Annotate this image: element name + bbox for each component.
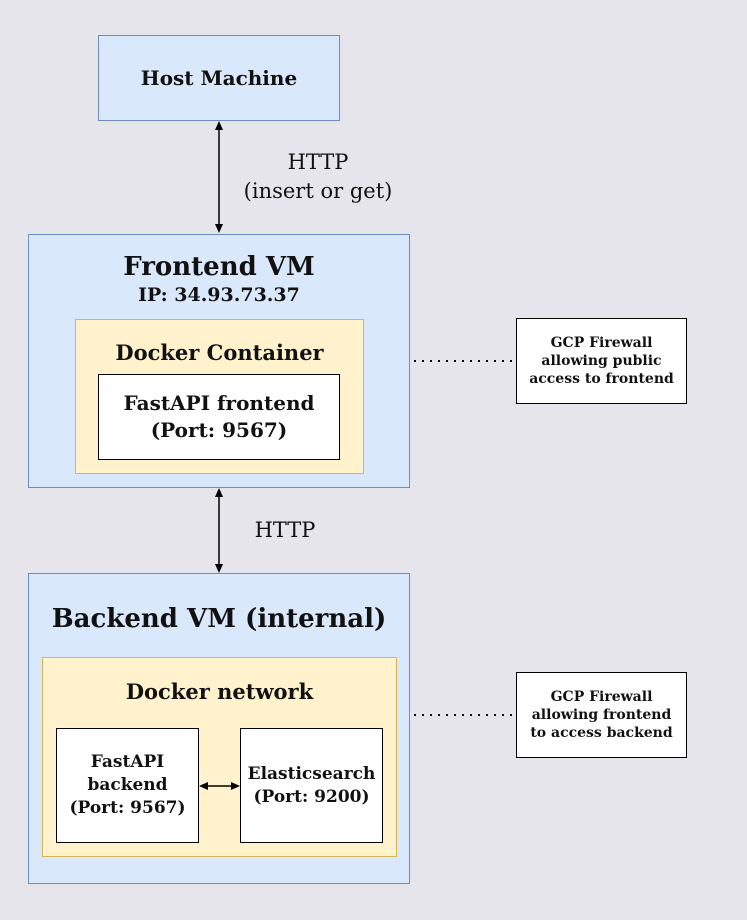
firewall-frontend-line2: allowing public [541, 353, 662, 369]
arrowhead-backend-down [215, 564, 223, 573]
docker-container-title: Docker Container [115, 340, 324, 365]
fastapi-backend-line2: backend [87, 775, 168, 795]
firewall-backend-box: GCP Firewall allowing frontend to access… [516, 672, 687, 758]
http-label-line2: (insert or get) [243, 179, 393, 203]
arrowhead-frontend-down [215, 224, 223, 233]
arrowhead-right [231, 782, 240, 790]
fastapi-backend-port: (Port: 9567) [69, 798, 186, 818]
fastapi-backend-box: FastAPI backend (Port: 9567) [56, 728, 199, 843]
backend-vm-title: Backend VM (internal) [51, 604, 387, 634]
fastapi-frontend-port: (Port: 9567) [150, 418, 288, 442]
firewall-backend-line3: to access backend [530, 725, 673, 741]
arrowhead-frontend-up [215, 488, 223, 497]
elasticsearch-box: Elasticsearch (Port: 9200) [240, 728, 383, 843]
fastapi-frontend-box: FastAPI frontend (Port: 9567) [98, 374, 340, 460]
arrowhead-left [199, 782, 208, 790]
elasticsearch-label: Elasticsearch [247, 763, 376, 784]
host-machine-label: Host Machine [140, 66, 298, 90]
firewall-backend-line2: allowing frontend [531, 707, 672, 723]
http-vm-link-label: HTTP [240, 518, 330, 542]
firewall-backend-line1: GCP Firewall [550, 689, 653, 705]
elasticsearch-port: (Port: 9200) [253, 786, 370, 807]
http-label-line1: HTTP [287, 150, 349, 174]
firewall-frontend-line1: GCP Firewall [550, 335, 653, 351]
http-vm-link-text: HTTP [254, 518, 316, 542]
firewall-frontend-line3: access to frontend [529, 371, 674, 387]
arrowhead-host-up [215, 121, 223, 130]
firewall-frontend-box: GCP Firewall allowing public access to f… [516, 318, 687, 404]
http-insert-get-label: HTTP (insert or get) [228, 148, 408, 206]
frontend-vm-ip: IP: 34.93.73.37 [138, 284, 300, 306]
frontend-vm-title: Frontend VM [123, 252, 315, 282]
host-machine-box: Host Machine [98, 35, 340, 121]
fastapi-backend-line1: FastAPI [90, 752, 165, 772]
fastapi-frontend-label: FastAPI frontend [123, 391, 315, 415]
docker-network-title: Docker network [125, 679, 314, 704]
